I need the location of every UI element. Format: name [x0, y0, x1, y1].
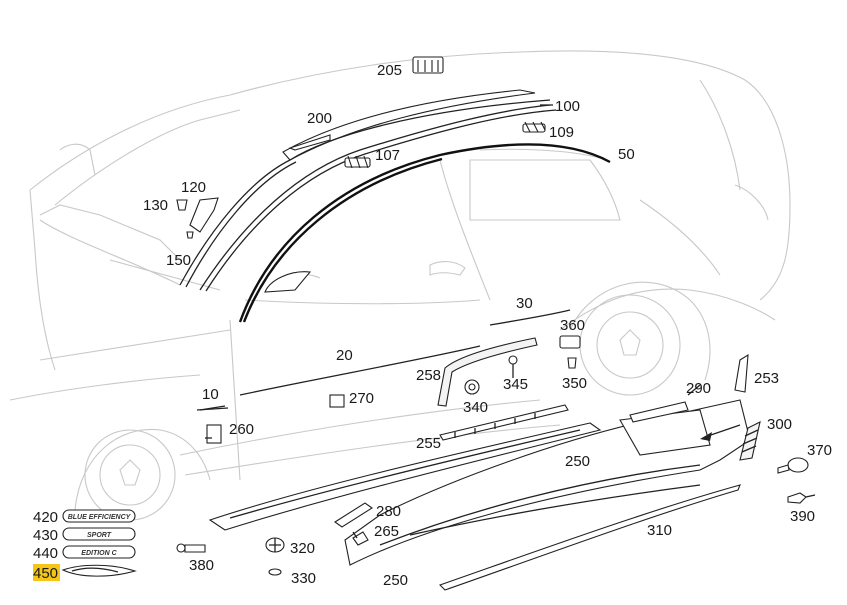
callout-320[interactable]: 320: [290, 540, 315, 557]
callout-310[interactable]: 310: [647, 522, 672, 539]
clip-109: [522, 121, 546, 133]
callout-430[interactable]: 430: [33, 527, 58, 544]
sill-panel-250-lower: [344, 399, 751, 566]
part-290: [629, 401, 689, 423]
badge-420: BLUE EFFICIENCY: [62, 509, 136, 523]
highlight-450: [33, 564, 60, 581]
part-330: [268, 568, 282, 576]
badge-440-text: EDITION C: [81, 550, 117, 557]
part-360: [559, 335, 581, 349]
callout-10[interactable]: 10: [202, 386, 219, 403]
callout-107[interactable]: 107: [375, 147, 400, 164]
callout-150[interactable]: 150: [166, 252, 191, 269]
part-260: [206, 424, 222, 444]
part-300: [739, 420, 761, 461]
callouts: 205 200 100 109 107 50 120 130 150 30 36…: [33, 62, 832, 589]
badge-430: SPORT: [62, 527, 136, 541]
callout-205[interactable]: 205: [377, 62, 402, 79]
callout-350[interactable]: 350: [562, 375, 587, 392]
callout-250-upper[interactable]: 250: [565, 453, 590, 470]
trim-120: [186, 197, 219, 239]
badge-430-text: SPORT: [87, 532, 112, 539]
part-255: [439, 404, 569, 441]
part-320: [265, 537, 285, 553]
callout-30[interactable]: 30: [516, 295, 533, 312]
callout-260[interactable]: 260: [229, 421, 254, 438]
callout-109[interactable]: 109: [549, 124, 574, 141]
callout-390[interactable]: 390: [790, 508, 815, 525]
callout-440[interactable]: 440: [33, 545, 58, 562]
callout-450[interactable]: 450: [33, 565, 58, 582]
callout-253[interactable]: 253: [754, 370, 779, 387]
badge-450: [61, 564, 137, 577]
part-345: [508, 355, 518, 378]
clip-130: [176, 199, 188, 211]
callout-340[interactable]: 340: [463, 399, 488, 416]
callout-258[interactable]: 258: [416, 367, 441, 384]
callout-270[interactable]: 270: [349, 390, 374, 407]
badge-440: EDITION C: [62, 545, 136, 559]
callout-250-lower[interactable]: 250: [383, 572, 408, 589]
part-340: [464, 379, 480, 395]
sill-panel-250-upper: [208, 422, 602, 531]
callout-200[interactable]: 200: [307, 110, 332, 127]
part-258: [437, 337, 538, 407]
rear-wheel: [569, 281, 711, 396]
callout-290[interactable]: 290: [686, 380, 711, 397]
callout-100[interactable]: 100: [555, 98, 580, 115]
callout-420[interactable]: 420: [33, 509, 58, 526]
callout-280[interactable]: 280: [376, 503, 401, 520]
badge-420-text: BLUE EFFICIENCY: [68, 514, 132, 521]
callout-265[interactable]: 265: [374, 523, 399, 540]
callout-370[interactable]: 370: [807, 442, 832, 459]
part-390: [787, 492, 816, 504]
callout-130[interactable]: 130: [143, 197, 168, 214]
roof-trim-parts: [179, 89, 611, 323]
callout-255[interactable]: 255: [416, 435, 441, 452]
callout-360[interactable]: 360: [560, 317, 585, 334]
part-253: [734, 353, 749, 393]
part-380: [176, 543, 206, 553]
part-370: [777, 457, 809, 474]
car-body-outline: [9, 50, 791, 481]
callout-380[interactable]: 380: [189, 557, 214, 574]
part-270: [329, 394, 345, 408]
part-280: [334, 502, 373, 528]
callout-20[interactable]: 20: [336, 347, 353, 364]
part-265: [352, 531, 369, 546]
direction-arrow: [700, 424, 741, 441]
callout-120[interactable]: 120: [181, 179, 206, 196]
leader-lines: [196, 104, 701, 539]
clip-107: [344, 155, 371, 169]
callout-330[interactable]: 330: [291, 570, 316, 587]
callout-300[interactable]: 300: [767, 416, 792, 433]
part-350: [567, 357, 577, 369]
callout-50[interactable]: 50: [618, 146, 635, 163]
clip-205: [412, 56, 444, 74]
sill-trim-310: [409, 484, 741, 591]
callout-345[interactable]: 345: [503, 376, 528, 393]
